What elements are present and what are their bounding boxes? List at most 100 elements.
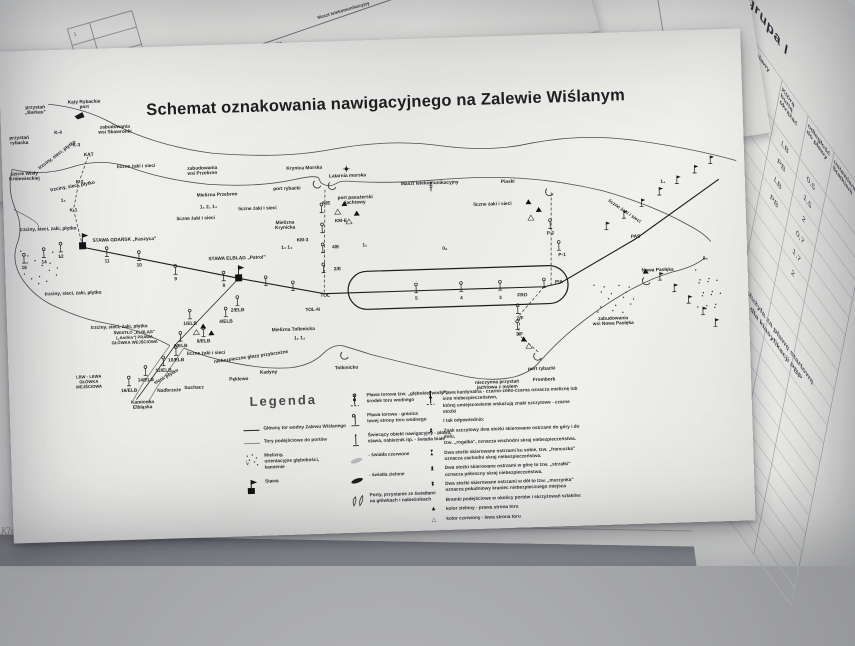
map-symbol-buoy: [127, 376, 131, 386]
map-label: liczne żaki i sieci: [117, 163, 156, 170]
katy-approach: [72, 157, 91, 246]
mini-grid-cell: 1: [73, 31, 77, 38]
legend-item: Pława kardynalna - czarno-żółto-czarna o…: [421, 386, 580, 416]
map-label: liczne żaki i sieci: [177, 215, 216, 222]
map-symbol-buoy: [42, 248, 46, 258]
map-symbol-buoy: [235, 296, 239, 306]
map-label: port rybacki: [273, 185, 301, 192]
map-label: przystań„Barkas”: [25, 104, 47, 116]
map-label: trzciny, sieci, płytko: [50, 180, 96, 194]
map-label: LBW - LEWAGŁÓWKAWEJŚCIOWA: [76, 374, 103, 390]
map-label: N/E: [322, 200, 331, 206]
map-symbol-perch: [692, 165, 698, 173]
dots-icon: 1₂: [243, 452, 260, 469]
map-label: 8: [222, 283, 225, 289]
map-label: 11: [104, 258, 110, 264]
map-label: KM-3: [297, 237, 309, 243]
map-label: 2/F: [517, 315, 524, 321]
map-label: Suchacz: [184, 384, 204, 391]
legend-item: ▼▲Dwa stożki skierowane ostrzami ku sobi…: [423, 445, 581, 463]
map-label: P-1: [558, 252, 566, 258]
legend-item: ▼▼Dwa stożki skierowane ostrzami w dół t…: [424, 477, 582, 495]
legend-item: Tory podejściowe do portów: [243, 436, 363, 446]
map-label: Latarnia morska: [329, 172, 367, 179]
map-symbol-buoy: [516, 304, 520, 314]
map-label: 4: [460, 295, 463, 301]
map-symbol-blob: [74, 112, 84, 119]
buoy-mid-icon: [345, 393, 362, 410]
map-label: K-4: [54, 130, 62, 136]
map-label: trzciny, sieci, żaki, płytko: [45, 290, 102, 298]
map-symbol-perch: [639, 199, 645, 207]
map-label: TOL: [320, 292, 330, 298]
map-symbol-buoy: [143, 366, 147, 376]
map-symbol-tf: [200, 323, 206, 328]
map-symbol-to: [528, 215, 534, 220]
legend-item: ▲▼Znak szczytowy dwa stożki skierowane o…: [422, 423, 581, 447]
map-symbol-perch: [686, 295, 692, 303]
map-label: 16/ELB: [121, 388, 138, 395]
map-label: liczne żaki i sieci: [238, 205, 277, 212]
map-symbol-lh: [343, 165, 350, 172]
map-label: 16: [21, 265, 27, 271]
map-label: port rybacki: [528, 365, 556, 372]
light-green-icon: [348, 472, 365, 489]
map-label: K-3: [72, 142, 80, 148]
map-symbol-perch: [708, 155, 714, 163]
map-symbol-buoy: [58, 242, 62, 252]
map-label: 1₂ 1₃: [281, 245, 292, 251]
legend-item-label: Znak szczytowy dwa stożki skierowane ost…: [443, 423, 581, 446]
map-symbol-port: [313, 181, 321, 188]
tri-outline-icon: △: [425, 516, 442, 524]
map-symbol-perch: [657, 187, 663, 195]
map-label: 2/E: [334, 266, 342, 272]
map-label: 1₂: [61, 198, 66, 204]
legend-item-label: Pława kardynalna - czarno-żółto-czarna o…: [442, 386, 580, 416]
map-label: PIA: [555, 279, 564, 285]
map-label: zabudowaniawsi Skowronki: [97, 124, 132, 136]
map-symbol-to: [193, 330, 199, 335]
map-label: Mielizna Tolkmicka: [272, 326, 316, 333]
line-solid-icon: [242, 426, 259, 433]
map-label: MieliznaKrynicka: [275, 220, 296, 232]
map-label: 14: [41, 259, 47, 265]
map-label: Frombork: [533, 376, 556, 383]
map-label: 1₂ 1₃: [294, 335, 305, 341]
map-label: 1₄: [660, 179, 666, 185]
photo-of-documents: { "sheets": { "main": { "title": "Schema…: [0, 0, 855, 566]
map-label: ujście WisłyKrólewieckiej: [9, 171, 40, 183]
map-label: K-2: [76, 179, 84, 185]
piaski-approach: [548, 192, 554, 286]
map-symbol-port: [545, 188, 553, 195]
map-label: 12: [58, 254, 64, 260]
map-label: liczne żaki i sieci: [473, 201, 512, 208]
none-icon: [425, 497, 442, 504]
map-label: Tolkmicko: [335, 365, 359, 372]
map-symbol-perch: [604, 222, 610, 230]
map-label: Nowa Pasłęka: [642, 267, 675, 274]
map-fragment-label: Maszt telekomunikacyjny: [317, 0, 370, 20]
main-map-sheet: Schemat oznakowania nawigacyjnego na Zal…: [0, 28, 756, 543]
port-lights-icon: [348, 492, 365, 509]
line-thin-icon: [243, 439, 260, 446]
light-white-icon: [347, 432, 364, 449]
legend-item-label: Dwa stożki skierowane ostrzami ku sobie,…: [444, 445, 581, 462]
map-label: 1₄ 2₁ 1₃: [200, 204, 217, 211]
map-symbol-buoy: [557, 241, 561, 251]
map-label: KamionkaElbląska: [131, 399, 155, 411]
map-label: FRO: [517, 292, 528, 298]
map-symbol-port: [341, 352, 349, 359]
map-label: trzciny, sieci, płytko: [37, 139, 77, 171]
map-label: 1/ELB: [183, 321, 197, 327]
legend-item: ▲▲Dwa stożki skierowane ostrzami w górę …: [424, 461, 582, 479]
map-symbol-buoy: [224, 307, 228, 317]
map-symbol-buoy: [188, 309, 192, 319]
map-symbol-to: [335, 209, 341, 214]
map-label: 2/ELB: [231, 307, 245, 313]
map-label: ŚWIATŁO „ELBLĄG”(„Andria”) PRAWAGŁÓWKA W…: [111, 329, 158, 345]
map-label: Piaski: [501, 179, 515, 185]
legend-item-label: Dwa stożki skierowane ostrzami w dół to …: [445, 477, 582, 494]
map-label: Kąty Rybackieport: [68, 99, 101, 111]
map-symbol-buoy: [22, 253, 26, 263]
map-symbol-buoy: [178, 331, 182, 341]
